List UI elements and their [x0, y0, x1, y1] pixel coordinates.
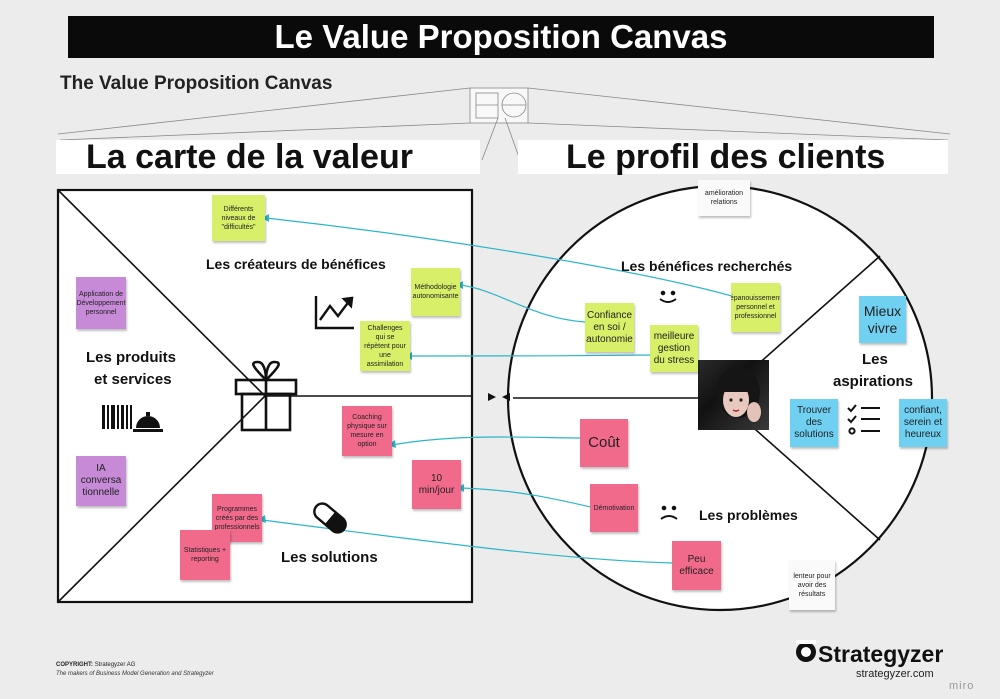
customer-portrait-illustration: [716, 366, 761, 422]
note-min-jour[interactable]: 10 min/jour: [412, 460, 461, 509]
connector-lines: [261, 217, 753, 564]
trend-chart-icon: [314, 296, 354, 330]
note-app-dev[interactable]: Application de Développement personnel: [76, 277, 126, 329]
note-confiance[interactable]: Confiance en soi / autonomie: [585, 303, 634, 352]
note-epanouissement[interactable]: épanouissement personnel et professionne…: [731, 283, 780, 332]
note-mieux-vivre[interactable]: Mieux vivre: [859, 296, 906, 343]
products-label-line2: et services: [94, 371, 172, 388]
note-stress[interactable]: meilleure gestion du stress: [650, 325, 698, 372]
strategyzer-logo-icon: [796, 640, 816, 662]
gains-label: Les bénéfices recherchés: [621, 258, 793, 274]
note-lenteur[interactable]: lenteur pour avoir des résultats: [789, 560, 835, 610]
note-cout[interactable]: Coût: [580, 419, 628, 467]
pill-icon: [313, 502, 347, 534]
customer-profile-heading: Le profil des clients: [518, 140, 948, 174]
products-label-line1: Les produits: [86, 349, 177, 366]
note-peu-efficace[interactable]: Peu efficace: [672, 541, 721, 590]
banner-title: Le Value Proposition Canvas: [68, 16, 934, 58]
footer-copyright: COPYRIGHT: Strategyzer AG: [56, 662, 135, 668]
pain-relievers-label: Les solutions: [281, 549, 378, 566]
frown-icon: [660, 505, 678, 520]
value-map-heading: La carte de la valeur: [56, 140, 480, 174]
smile-icon: [659, 290, 677, 303]
service-bell-icon: [133, 412, 163, 432]
gift-icon: [234, 360, 298, 432]
note-demotivation[interactable]: Démotivation: [590, 484, 638, 532]
note-ia[interactable]: IA conversa tionnelle: [76, 456, 126, 506]
note-statistiques[interactable]: Statistiques + reporting: [180, 530, 230, 580]
aspirations-label-line1: Les: [862, 351, 888, 368]
aspirations-label-line2: aspirations: [833, 373, 914, 390]
copyright-key: COPYRIGHT:: [56, 662, 94, 668]
note-confiant[interactable]: confiant, serein et heureux: [899, 399, 947, 447]
footer-makers: The makers of Business Model Generation …: [56, 671, 214, 677]
checklist-icon: [847, 404, 880, 435]
thumbnail-perspective: [57, 87, 951, 161]
note-challenges[interactable]: Challenges qui se répètent pour une assi…: [360, 321, 410, 371]
customer-photo: [698, 360, 769, 430]
gain-creators-label: Les créateurs de bénéfices: [206, 256, 386, 272]
note-methodologie[interactable]: Méthodologie autonomisante: [411, 268, 460, 316]
note-niveaux[interactable]: Différents niveaux de "difficultés": [212, 195, 265, 241]
note-coaching[interactable]: Coaching physique sur mesure en option: [342, 406, 392, 456]
value-map-dividers: [57, 189, 472, 603]
copyright-value: Strategyzer AG: [94, 662, 136, 668]
note-trouver[interactable]: Trouver des solutions: [790, 399, 838, 447]
strategyzer-brand: Strategyzer: [818, 641, 944, 667]
canvas-subtitle: The Value Proposition Canvas: [60, 73, 333, 94]
strategyzer-url[interactable]: strategyzer.com: [856, 668, 934, 680]
fit-arrows: [488, 393, 510, 401]
note-amelioration[interactable]: amélioration relations: [698, 180, 750, 216]
miro-watermark: miro: [949, 680, 975, 692]
pains-label: Les problèmes: [699, 507, 798, 523]
barcode-icon: [102, 405, 132, 429]
